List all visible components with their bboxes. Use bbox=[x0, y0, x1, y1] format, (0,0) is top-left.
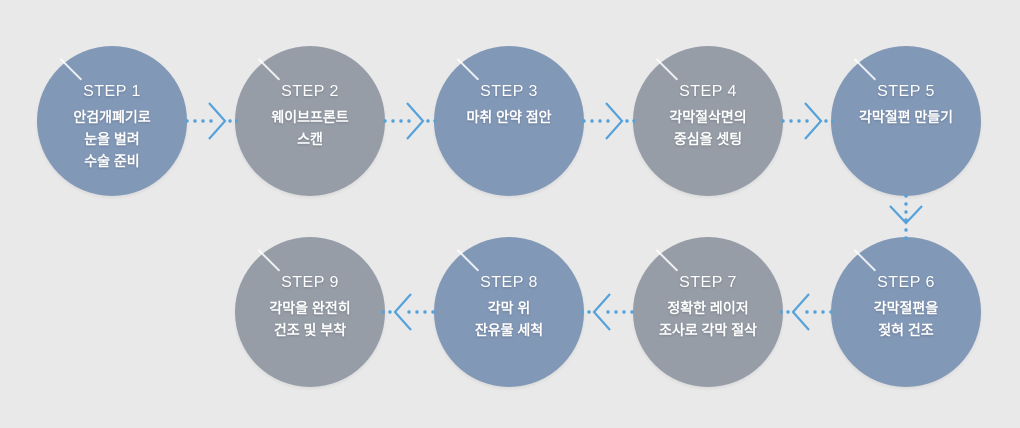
shine-line bbox=[853, 58, 877, 81]
step-circle-8: STEP 8 각막 위 잔유물 세척 bbox=[434, 237, 584, 387]
shine-line bbox=[257, 249, 281, 272]
shine-line bbox=[456, 249, 480, 272]
shine-line bbox=[59, 58, 83, 81]
shine-line bbox=[456, 58, 480, 81]
step-circle-2: STEP 2 웨이브프론트 스캔 bbox=[235, 46, 385, 196]
arrow-right-icon bbox=[582, 102, 635, 140]
step-circle-6: STEP 6 각막절편을 젖혀 건조 bbox=[831, 237, 981, 387]
step-label: STEP 3 bbox=[480, 83, 538, 100]
step-description: 각막절삭면의 중심을 셋팅 bbox=[669, 109, 747, 147]
shine-line bbox=[655, 58, 679, 81]
shine-line bbox=[853, 249, 877, 272]
step-description: 각막을 완전히 건조 및 부착 bbox=[269, 300, 351, 338]
step-label: STEP 5 bbox=[877, 83, 935, 100]
arrow-right-icon bbox=[185, 102, 238, 140]
step-description: 정확한 레이저 조사로 각막 절삭 bbox=[659, 300, 757, 338]
step-description: 각막 위 잔유물 세척 bbox=[474, 300, 544, 338]
arrow-down-icon bbox=[889, 194, 923, 240]
shine-line bbox=[257, 58, 281, 81]
arrow-left-icon bbox=[581, 293, 634, 331]
step-label: STEP 2 bbox=[281, 83, 339, 100]
arrow-right-icon bbox=[383, 102, 436, 140]
step-circle-7: STEP 7 정확한 레이저 조사로 각막 절삭 bbox=[633, 237, 783, 387]
step-label: STEP 6 bbox=[877, 274, 935, 291]
arrow-left-icon bbox=[382, 293, 435, 331]
arrow-left-icon bbox=[780, 293, 833, 331]
step-label: STEP 4 bbox=[679, 83, 737, 100]
shine-line bbox=[655, 249, 679, 272]
step-label: STEP 8 bbox=[480, 274, 538, 291]
step-label: STEP 9 bbox=[281, 274, 339, 291]
step-description: 안검개폐기로 눈을 벌려 수술 준비 bbox=[73, 109, 151, 169]
step-circle-5: STEP 5 각막절편 만들기 bbox=[831, 46, 981, 196]
step-label: STEP 7 bbox=[679, 274, 737, 291]
step-description: 웨이브프론트 스캔 bbox=[271, 109, 349, 147]
step-circle-1: STEP 1 안검개폐기로 눈을 벌려 수술 준비 bbox=[37, 46, 187, 196]
step-description: 각막절편 만들기 bbox=[858, 109, 954, 125]
step-circle-3: STEP 3 마취 안약 점안 bbox=[434, 46, 584, 196]
step-circle-9: STEP 9 각막을 완전히 건조 및 부착 bbox=[235, 237, 385, 387]
step-description: 각막절편을 젖혀 건조 bbox=[873, 300, 939, 338]
step-description: 마취 안약 점안 bbox=[466, 109, 552, 125]
step-label: STEP 1 bbox=[83, 83, 141, 100]
step-circle-4: STEP 4 각막절삭면의 중심을 셋팅 bbox=[633, 46, 783, 196]
arrow-right-icon bbox=[781, 102, 834, 140]
